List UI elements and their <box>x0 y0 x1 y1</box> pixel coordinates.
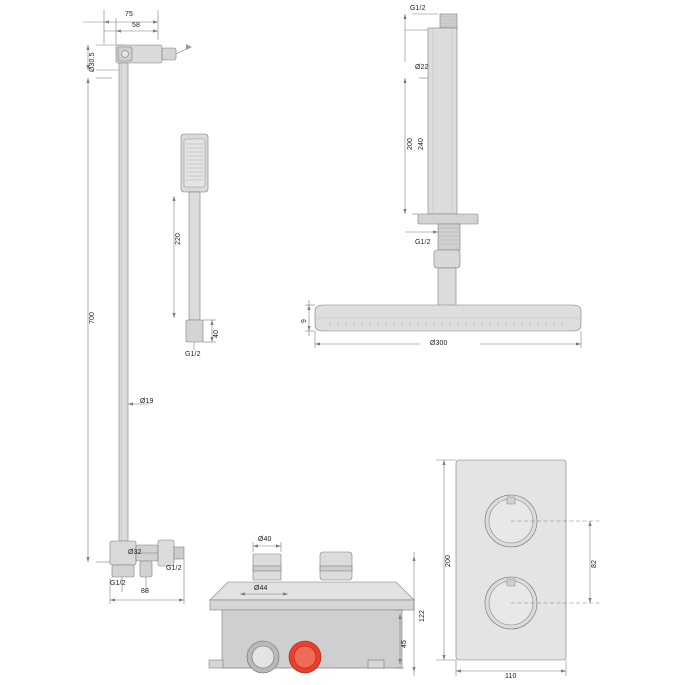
label-plate-knob-spacing: 82 <box>591 560 598 568</box>
label-riser-bottom-dia: Ø32 <box>128 549 142 556</box>
label-handshower-length: 220 <box>175 233 182 245</box>
label-head-dia: Ø300 <box>430 340 448 347</box>
label-arm-length: 200 <box>407 138 414 150</box>
label-handshower-width: 40 <box>213 330 220 338</box>
label-riser-tube-dia: Ø19 <box>140 398 154 405</box>
label-plate-height: 200 <box>445 555 452 567</box>
label-head-thickness: 9 <box>301 319 308 323</box>
label-arm-top-thread: G1/2 <box>410 5 426 12</box>
label-plate-width: 110 <box>505 673 517 680</box>
label-riser-top-width: 75 <box>125 11 133 18</box>
label-body-top-dia-40: Ø40 <box>258 536 272 543</box>
label-arm-dia: Ø22 <box>415 64 429 71</box>
label-riser-height: 700 <box>89 312 96 324</box>
label-riser-outlet-thread: G1/2 <box>166 565 182 572</box>
label-arm-length-alt: 240 <box>418 138 425 150</box>
label-riser-top-width-inner: 58 <box>132 22 140 29</box>
label-riser-bottom-thread: G1/2 <box>110 580 126 587</box>
label-body-height-122: 122 <box>419 610 426 622</box>
label-body-dia-44: Ø44 <box>254 585 268 592</box>
label-arm-bottom-thread: G1/2 <box>415 239 431 246</box>
label-handshower-thread: G1/2 <box>185 351 201 358</box>
label-body-depth-45: 45 <box>401 640 408 648</box>
label-riser-base-depth: 88 <box>141 588 149 595</box>
label-riser-top-dia: Ø30.5 <box>89 52 96 72</box>
